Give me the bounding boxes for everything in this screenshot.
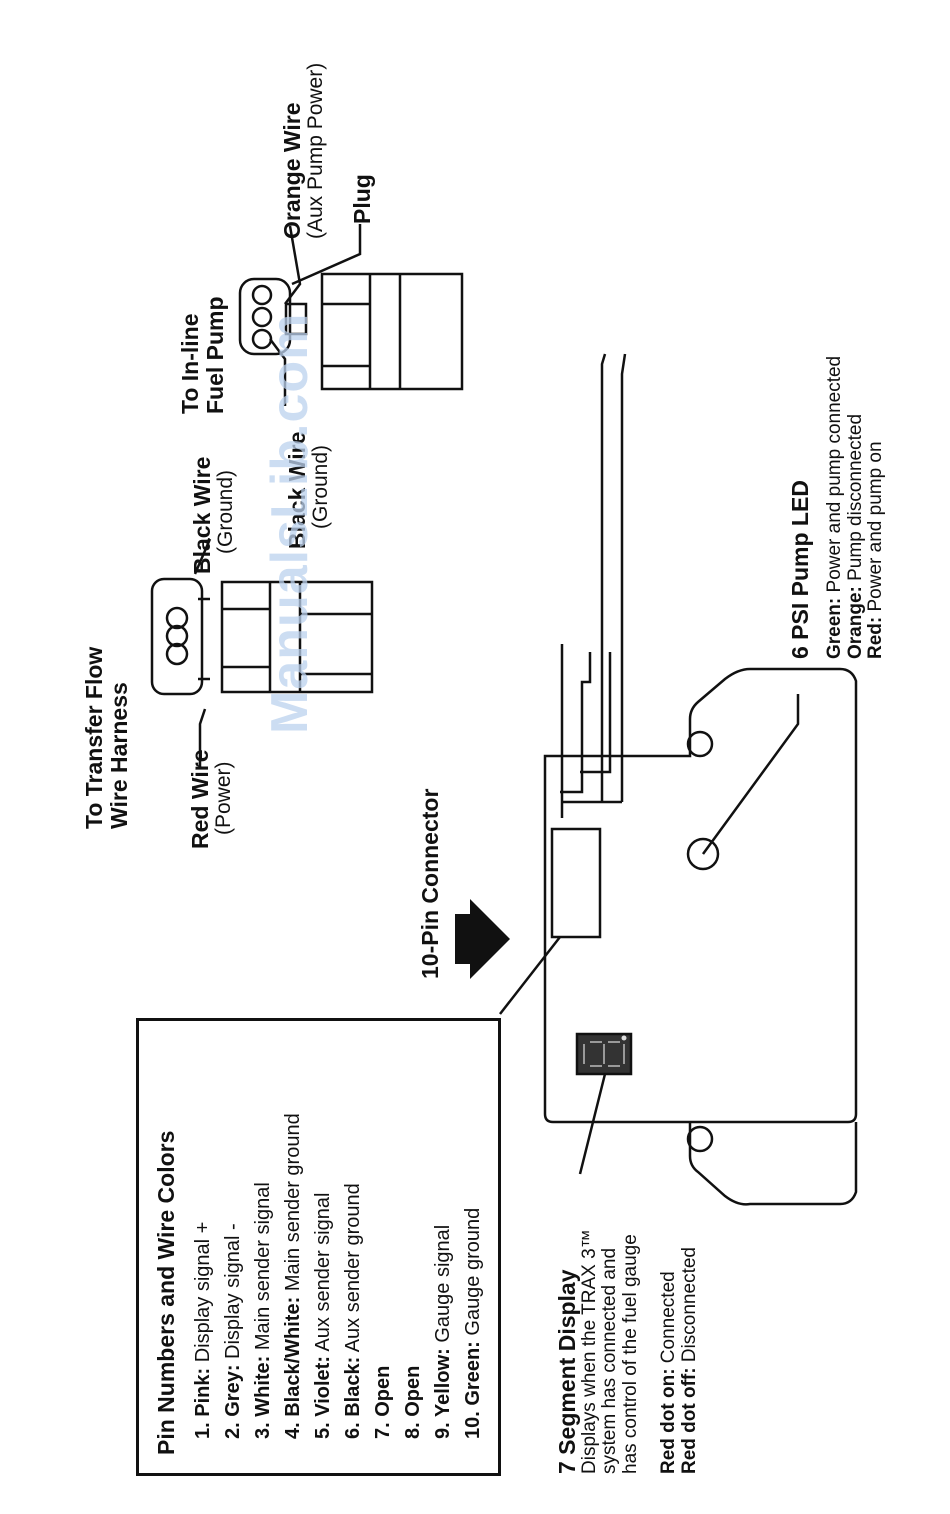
black-wire-top-label: Black Wire (Ground) [189,456,237,574]
wire-harness-a [560,652,592,794]
module-body [543,667,858,1124]
wire-pump-2 [620,353,627,802]
pin-table: Pin Numbers and Wire Colors 1. Pink: Dis… [136,1018,501,1476]
wire-pump-1 [600,353,607,802]
pin-table-rows: 1. Pink: Display signal + 2. Grey: Displa… [188,1039,488,1455]
segment-display-title: 7 Segment Display [554,1269,580,1474]
ten-pin-label: 10-Pin Connector [417,788,443,979]
pump-led-title: 6 PSI Pump LED [787,480,813,659]
pin-row: 3. White: Main sender signal [252,1182,274,1439]
pin-row: 1. Pink: Display signal + [192,1221,214,1439]
segment-display-info: 7 Segment Display Displays when the TRAX… [554,1229,700,1474]
watermark: ManualsLib.com [261,312,319,734]
pin-row: 7. Open [372,1365,394,1439]
wire-harness-b [580,652,612,774]
pin-row: 10. Green: Gauge ground [462,1207,484,1439]
inline-pump-label: To In-line Fuel Pump [177,296,228,414]
pump-socket [238,277,292,356]
leader-pump-led [701,694,800,855]
module-left-ear [688,1122,858,1206]
pin-row: 8. Open [402,1365,424,1439]
leader-10pin [499,936,561,1015]
pin-table-title: Pin Numbers and Wire Colors [153,1130,179,1455]
leader-plug [291,224,362,286]
leader-orange-wire [284,225,302,305]
transfer-harness-label: To Transfer Flow Wire Harness [81,646,132,829]
mount-hole-right [686,730,714,758]
leader-black-wire-top [193,538,212,575]
red-wire-label: Red Wire (Power) [187,749,235,849]
leader-7seg [578,1073,607,1175]
pump-plug-body [320,272,464,391]
mount-hole-left [686,1125,714,1153]
pin-row: 5. Violet: Aux sender signal [312,1192,334,1439]
led-states: Green: Power and pump connected Orange: … [824,355,887,659]
orange-wire-label: Orange Wire (Aux Pump Power) [279,62,327,239]
pin-row: 4. Black/White: Main sender ground [282,1113,304,1439]
connector-arrow [455,899,510,979]
pin-row: 2. Grey: Display signal - [222,1223,244,1439]
leader-black-wire-pump [269,338,287,406]
leader-red-wire [198,708,207,769]
ten-pin-connector [550,827,602,939]
pin-row: 6. Black: Aux sender ground [342,1183,364,1439]
pump-led [686,837,720,871]
harness-connector-body [220,580,374,694]
plug-label: Plug [349,174,375,224]
pin-row: 9. Yellow: Gauge signal [432,1224,454,1439]
